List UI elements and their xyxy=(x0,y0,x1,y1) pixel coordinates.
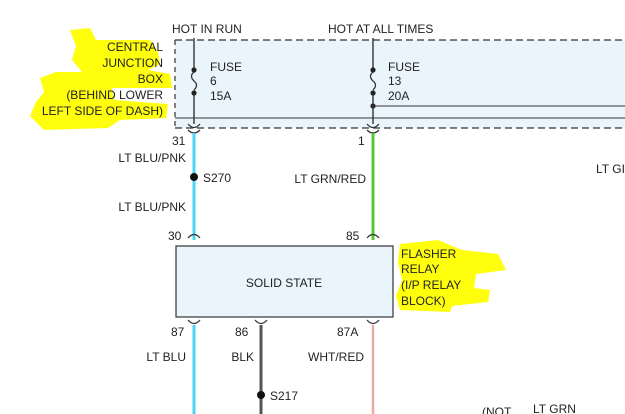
wire-31-label-top: LT BLU/PNK xyxy=(118,151,186,165)
fuse13-number: 13 xyxy=(388,74,402,88)
junction-box-line-5: LEFT SIDE OF DASH) xyxy=(42,104,163,118)
relay-pin-86-connector xyxy=(254,319,268,325)
junction-box-line-4: (BEHIND LOWER xyxy=(66,88,163,102)
splice-s270-label: S270 xyxy=(203,171,231,185)
hot-at-all-times-label: HOT AT ALL TIMES xyxy=(328,22,433,36)
relay-pin-85-number: 85 xyxy=(346,229,360,243)
fuse13-element xyxy=(369,71,377,91)
relay-body-label: SOLID STATE xyxy=(246,276,322,290)
splice-s217-label: S217 xyxy=(270,389,298,403)
jb-pin-31-connector xyxy=(187,123,201,129)
fuse6-bottom-terminal xyxy=(191,90,197,96)
splice-s270-dot xyxy=(190,173,198,181)
jb-pin-1-mating xyxy=(366,129,380,134)
highlight-flasher-relay xyxy=(396,240,506,312)
fuse6-rating: 15A xyxy=(210,89,231,103)
hot-in-run-label: HOT IN RUN xyxy=(172,22,242,36)
junction-box-line-2: JUNCTION xyxy=(102,56,163,70)
highlighter-marks xyxy=(30,28,506,312)
relay-pin-85-connector xyxy=(366,233,380,239)
bottom-right-label-b: LT GRN xyxy=(533,402,576,414)
junction-box-line-3: BOX xyxy=(138,72,163,86)
jb-pin-31-number: 31 xyxy=(172,134,186,148)
relay-name-line-2: RELAY xyxy=(401,262,439,276)
splice-s217-dot xyxy=(257,391,265,399)
junction-box-line-1: CENTRAL xyxy=(107,40,163,54)
relay-pin-87-number: 87 xyxy=(171,325,185,339)
relay-pin-87a-connector xyxy=(366,319,380,325)
flasher-relay-label: FLASHER RELAY (I/P RELAY BLOCK) xyxy=(401,247,461,308)
fuse6-label: FUSE xyxy=(210,60,242,74)
fuse6-element xyxy=(190,71,198,91)
relay-name-line-4: BLOCK) xyxy=(401,294,446,308)
junction-box-label: CENTRAL JUNCTION BOX (BEHIND LOWER LEFT … xyxy=(42,40,163,118)
flasher-relay-body xyxy=(175,245,394,318)
wire-87-label: LT BLU xyxy=(146,350,186,364)
wire-right-edge-cut: LT GI xyxy=(596,162,625,176)
jb-pin-1-connector xyxy=(366,123,380,129)
fuse-6: FUSE 6 15A xyxy=(190,38,242,124)
bottom-right-label-a: (NOT xyxy=(482,405,512,414)
relay-pin-87-connector xyxy=(187,319,201,325)
jb-pin-1-number: 1 xyxy=(358,134,365,148)
relay-pin-86-number: 86 xyxy=(235,325,249,339)
highlight-junction-box xyxy=(30,28,172,130)
wire-1-label: LT GRN/RED xyxy=(294,172,366,186)
fuse13-bottom-terminal xyxy=(370,90,376,96)
relay-pin-30-connector xyxy=(187,233,201,239)
fuse6-top-terminal xyxy=(191,67,197,73)
wire-87a-label: WHT/RED xyxy=(308,350,364,364)
wire-86-label: BLK xyxy=(231,350,254,364)
wire-31-label-bottom: LT BLU/PNK xyxy=(118,200,186,214)
fuse-13: FUSE 13 20A xyxy=(369,38,420,124)
junction-box xyxy=(175,40,625,128)
fuse13-top-terminal xyxy=(370,67,376,73)
fuse13-rating: 20A xyxy=(388,89,409,103)
fuse13-label: FUSE xyxy=(388,60,420,74)
relay-pin-87a-number: 87A xyxy=(337,325,358,339)
relay-name-line-1: FLASHER xyxy=(401,247,457,261)
jb-pin-31-mating xyxy=(187,129,201,134)
relay-name-line-3: (I/P RELAY xyxy=(401,278,461,292)
fuse6-number: 6 xyxy=(210,74,217,88)
relay-pin-30-number: 30 xyxy=(168,229,182,243)
